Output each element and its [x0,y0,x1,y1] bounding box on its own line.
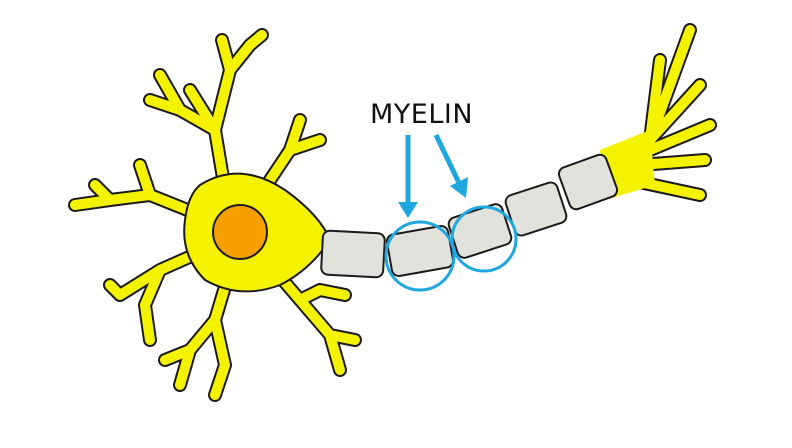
myelin-segment [320,229,386,279]
axon-terminal [598,23,717,202]
nucleus [212,204,268,260]
annotation [384,133,518,292]
arrow-right [433,133,463,187]
arrowhead-icon [398,202,418,218]
highlight-circle [450,205,518,273]
myelin-segment [557,153,619,211]
myelin-segment [447,203,513,259]
highlight-circle [384,220,456,292]
myelin-label: MYELIN [370,99,474,130]
myelin-segment [504,181,568,237]
arrowhead-icon [450,177,468,198]
dendrites [68,28,362,402]
myelin-segment [385,225,455,277]
myelin-sheath [320,153,619,279]
